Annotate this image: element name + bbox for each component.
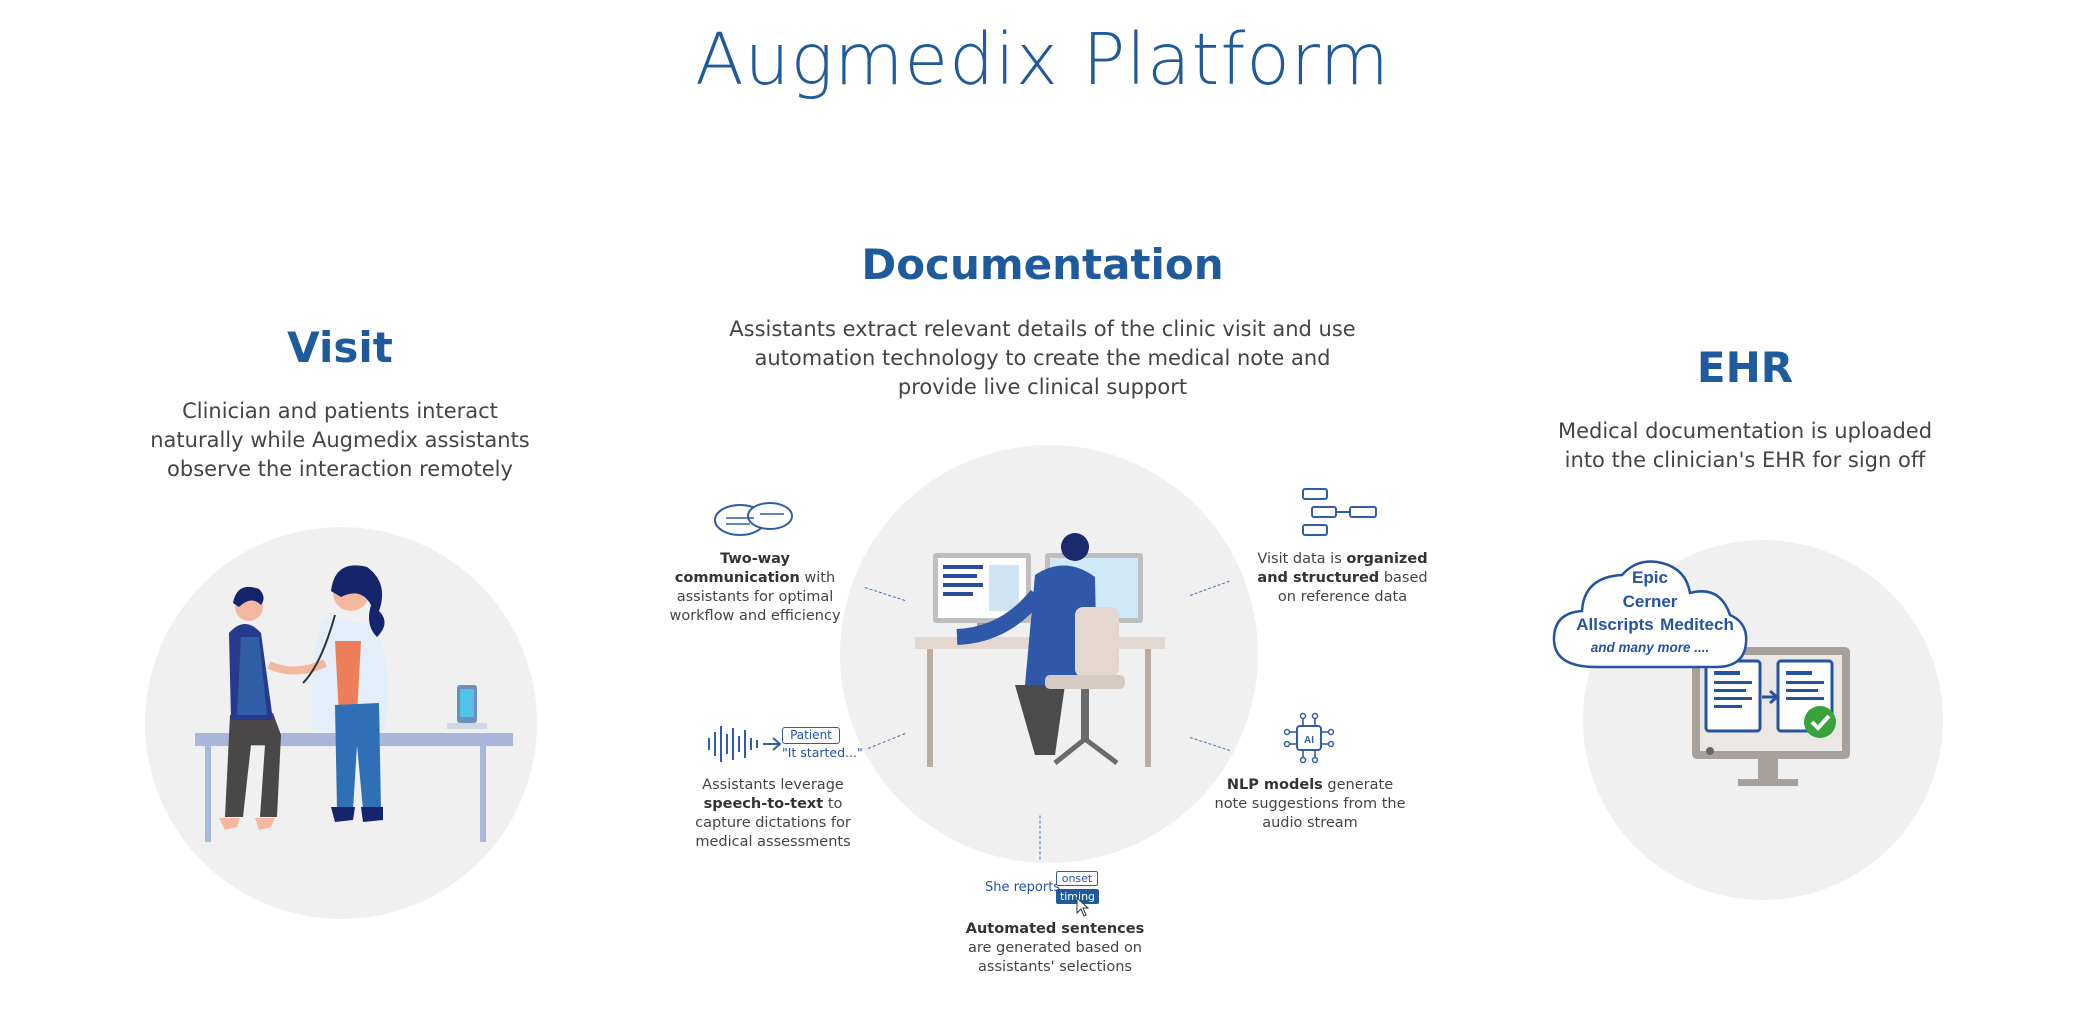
ehr-title: EHR xyxy=(1696,343,1794,392)
speech-pre: Assistants leverage xyxy=(702,777,844,793)
nlp-post: generate note suggestions from the audio… xyxy=(1214,777,1406,831)
chat-bubbles-icon xyxy=(714,502,793,536)
two-way-communication-label: Two-way communication with assistants fo… xyxy=(660,550,850,626)
ai-chip-icon: AI xyxy=(1283,712,1335,764)
visit-data-pre: Visit data is xyxy=(1257,551,1342,567)
automated-sentences-label: Automated sentences are generated based … xyxy=(960,920,1150,977)
visit-description: Clinician and patients interact naturall… xyxy=(150,399,530,481)
option-timing[interactable]: timing xyxy=(1056,889,1099,904)
patient-quote: "It started..." xyxy=(782,745,863,760)
documentation-title: Documentation xyxy=(861,240,1224,289)
page-title: Augmedix Platform xyxy=(695,18,1390,101)
clinician-patient-illustration xyxy=(195,565,513,842)
automated-post: are generated based on assistants' selec… xyxy=(968,940,1142,975)
ehr-system-meditech: Meditech xyxy=(1660,615,1734,634)
two-way-text: with assistants for optimal workflow and… xyxy=(669,570,841,624)
ehr-cloud-icon xyxy=(1552,560,1748,669)
speech-to-text-label: Assistants leverage speech-to-text to ca… xyxy=(678,776,868,852)
ehr-system-epic: Epic xyxy=(1632,568,1668,587)
speech-post: to capture dictations for medical assess… xyxy=(695,796,851,850)
flowchart-icon xyxy=(1302,488,1377,536)
ehr-system-allscripts: Allscripts xyxy=(1576,615,1654,634)
ehr-more-systems: and many more .... xyxy=(1590,640,1710,655)
svg-text:AI: AI xyxy=(1304,735,1314,746)
speech-bold: speech-to-text xyxy=(703,796,824,812)
option-onset[interactable]: onset xyxy=(1056,871,1098,886)
nlp-models-label: NLP models generate note suggestions fro… xyxy=(1210,776,1410,833)
mouse-cursor-icon xyxy=(1076,897,1090,917)
visit-title: Visit xyxy=(287,323,393,372)
audio-waveform-icon xyxy=(708,726,782,762)
visit-data-bold: organized and structured xyxy=(1257,551,1428,586)
ehr-description: Medical documentation is uploaded into t… xyxy=(1557,419,1933,472)
nlp-bold: NLP models xyxy=(1226,777,1323,793)
assistant-workstation-illustration xyxy=(915,533,1165,767)
visit-data-post: based on reference data xyxy=(1277,570,1428,605)
connector-automated xyxy=(1039,815,1041,860)
checkmark-badge-icon xyxy=(1804,706,1836,738)
visit-data-label: Visit data is organized and structured b… xyxy=(1255,550,1430,607)
ehr-system-cerner: Cerner xyxy=(1622,592,1678,611)
documentation-description: Assistants extract relevant details of t… xyxy=(729,317,1356,399)
patient-tag: Patient xyxy=(782,727,840,744)
two-way-bold: Two-way communication xyxy=(674,551,800,586)
she-reports-text: She reports xyxy=(985,880,1061,895)
automated-bold: Automated sentences xyxy=(965,921,1145,937)
